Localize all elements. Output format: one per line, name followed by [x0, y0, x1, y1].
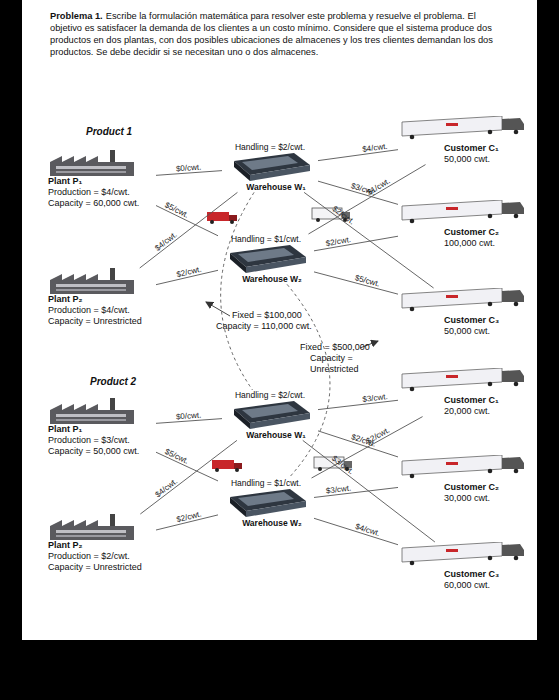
warehouse-node: Handling = $2/cwt. Warehouse W₁ — [222, 142, 318, 192]
transport-link — [140, 440, 237, 514]
customer-node: Customer C₃50,000 cwt. — [398, 288, 535, 337]
problem-text: Escribe la formulación matemática para r… — [50, 11, 493, 57]
warehouse-icon — [228, 401, 312, 429]
red-truck — [207, 212, 237, 224]
plant-detail: Capacity = Unrestricted — [48, 562, 156, 573]
customer-node: Customer C₃60,000 cwt. — [398, 542, 535, 591]
transport-link — [308, 165, 425, 234]
plant-node: Plant P₂Production = $4/cwt.Capacity = U… — [48, 268, 156, 326]
customer-demand: 50,000 cwt. — [398, 326, 535, 337]
fixed-cost-note: Fixed = $500,000 — [300, 342, 400, 353]
red-truck — [212, 460, 242, 472]
handling-cost: Handling = $2/cwt. — [222, 142, 318, 152]
plant-detail: Capacity = 50,000 cwt. — [48, 446, 156, 457]
truck-icon — [398, 200, 530, 224]
callout-arrow — [206, 302, 230, 316]
handling-cost: Handling = $2/cwt. — [222, 390, 318, 400]
customer-node: Customer C₂100,000 cwt. — [398, 200, 535, 249]
warehouse-name: Warehouse W₁ — [222, 430, 318, 440]
customer-demand: 50,000 cwt. — [398, 154, 535, 165]
factory-icon — [48, 398, 140, 424]
handling-cost: Handling = $1/cwt. — [218, 234, 314, 244]
customer-demand: 60,000 cwt. — [398, 580, 535, 591]
capacity-note: Capacity = Unrestricted — [310, 353, 372, 375]
transport-link — [318, 150, 398, 161]
transport-link — [318, 400, 398, 409]
fixed-cost-note: Fixed = $100,000 — [232, 310, 342, 321]
problem-statement: Problema 1.Escribe la formulación matemá… — [50, 10, 508, 58]
factory-icon — [48, 150, 140, 176]
warehouse-icon — [224, 245, 308, 273]
transport-link — [303, 440, 435, 542]
section-heading: Product 2 — [90, 376, 180, 388]
customer-node: Customer C₁50,000 cwt. — [398, 116, 535, 165]
plant-name: Plant P₁ — [48, 176, 156, 187]
same-warehouse-link — [221, 192, 254, 390]
truck-icon — [398, 368, 530, 392]
warehouse-node: Handling = $1/cwt. Warehouse W₂ — [218, 478, 314, 528]
plant-detail: Capacity = Unrestricted — [48, 316, 156, 327]
problem-title: Problema 1. — [50, 11, 103, 21]
section-heading: Product 1 — [86, 126, 176, 138]
transport-link — [314, 518, 398, 544]
capacity-note: Capacity = 110,000 cwt. — [216, 321, 346, 332]
transport-link — [140, 192, 238, 268]
plant-detail: Production = $2/cwt. — [48, 551, 156, 562]
warehouse-name: Warehouse W₂ — [218, 274, 314, 284]
customer-name: Customer C₁ — [398, 395, 535, 406]
truck-icon — [398, 455, 530, 479]
cost-label: $0/cwt. — [176, 411, 202, 422]
customer-name: Customer C₂ — [398, 227, 535, 238]
factory-icon — [48, 514, 140, 540]
customer-name: Customer C₂ — [398, 482, 535, 493]
customer-name: Customer C₃ — [398, 315, 535, 326]
customer-node: Customer C₁20,000 cwt. — [398, 368, 535, 417]
warehouse-name: Warehouse W₁ — [222, 182, 318, 192]
warehouse-name: Warehouse W₂ — [218, 518, 314, 528]
plant-name: Plant P₂ — [48, 294, 156, 305]
customer-demand: 100,000 cwt. — [398, 238, 535, 249]
truck-icon — [398, 542, 530, 566]
warehouse-icon — [228, 153, 312, 181]
cost-label: $0/cwt. — [176, 163, 202, 174]
truck-icon — [398, 116, 530, 140]
plant-detail: Production = $4/cwt. — [48, 187, 156, 198]
plant-detail: Production = $3/cwt. — [48, 435, 156, 446]
plant-name: Plant P₁ — [48, 424, 156, 435]
factory-icon — [48, 268, 140, 294]
plant-name: Plant P₂ — [48, 540, 156, 551]
handling-cost: Handling = $1/cwt. — [218, 478, 314, 488]
plant-node: Plant P₂Production = $2/cwt.Capacity = U… — [48, 514, 156, 572]
customer-demand: 30,000 cwt. — [398, 493, 535, 504]
warehouse-node: Handling = $2/cwt. Warehouse W₁ — [222, 390, 318, 440]
customer-name: Customer C₃ — [398, 569, 535, 580]
customer-demand: 20,000 cwt. — [398, 406, 535, 417]
plant-detail: Capacity = 60,000 cwt. — [48, 198, 156, 209]
truck-icon — [398, 288, 530, 312]
plant-node: Plant P₁Production = $4/cwt.Capacity = 6… — [48, 150, 156, 208]
warehouse-icon — [224, 489, 308, 517]
plant-node: Plant P₁Production = $3/cwt.Capacity = 5… — [48, 398, 156, 456]
customer-node: Customer C₂30,000 cwt. — [398, 455, 535, 504]
customer-name: Customer C₁ — [398, 143, 535, 154]
warehouse-node: Handling = $1/cwt. Warehouse W₂ — [218, 234, 314, 284]
plant-detail: Production = $4/cwt. — [48, 305, 156, 316]
transport-link — [314, 272, 398, 294]
